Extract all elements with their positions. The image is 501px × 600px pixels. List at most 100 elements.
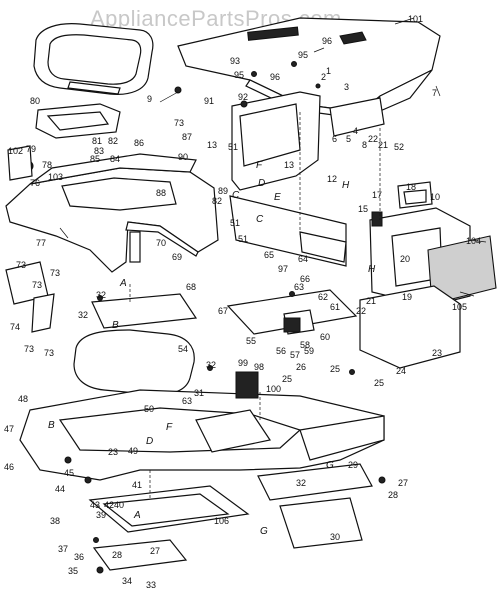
callout-106: 106 [214,516,229,526]
letter-a-1: A [119,278,127,289]
letter-f-2: F [166,422,173,433]
callout-23a: 23 [432,348,442,358]
callout-22b: 22 [356,306,366,316]
callout-43: 43 [90,500,100,510]
callout-35: 35 [68,566,78,576]
callout-73f: 73 [174,118,184,128]
callout-26: 26 [296,362,306,372]
callout-44: 44 [55,484,65,494]
dash-panel [231,91,385,191]
callout-98: 98 [254,362,264,372]
callout-5: 5 [346,134,351,144]
callout-3: 3 [344,82,349,92]
callout-88: 88 [156,188,166,198]
letter-d-2: D [146,436,153,447]
callout-76: 76 [30,178,40,188]
callout-21a: 21 [378,140,388,150]
callout-67: 67 [218,306,228,316]
letter-g-1: G [326,460,334,471]
callout-70: 70 [156,238,166,248]
front-grille-assembly [359,181,497,369]
callout-95b: 95 [298,50,308,60]
callout-51b: 51 [230,218,240,228]
callout-91: 91 [204,96,214,106]
callout-85: 85 [90,154,100,164]
seat-pad [73,293,198,396]
hardware-fasteners [5,61,386,574]
callout-28b: 28 [112,550,122,560]
callout-63b: 63 [182,396,192,406]
letter-c-1: C [256,214,264,225]
callout-60: 60 [320,332,330,342]
fender-deck [5,153,219,273]
callout-22a: 22 [368,134,378,144]
callout-1: 1 [326,66,331,76]
callout-10: 10 [430,192,440,202]
callout-92: 92 [238,92,248,102]
callout-84: 84 [110,154,120,164]
callout-30: 30 [330,532,340,542]
callout-18: 18 [406,182,416,192]
callout-101: 101 [408,14,423,24]
letter-b-2: B [48,420,55,431]
callout-31: 31 [194,388,204,398]
callout-50: 50 [144,404,154,414]
callout-34: 34 [122,576,132,586]
callout-66: 66 [300,274,310,284]
callout-45: 45 [64,468,74,478]
callout-25a: 25 [282,374,292,384]
callout-100: 100 [266,384,281,394]
callout-54: 54 [178,344,188,354]
callout-28a: 28 [388,490,398,500]
callout-81: 81 [92,136,102,146]
reference-letters: A A B B C C D D E F F G G H H [48,160,376,537]
callout-56: 56 [276,346,286,356]
callout-90: 90 [178,152,188,162]
letter-b-1: B [112,320,119,331]
callout-20: 20 [400,254,410,264]
callout-57: 57 [290,350,300,360]
callout-51a: 51 [228,142,238,152]
letter-h-1: H [342,180,350,191]
callout-42: 42 [104,500,114,510]
callout-80: 80 [30,96,40,106]
callout-64: 64 [298,254,308,264]
callout-32d: 32 [296,478,306,488]
callout-52: 52 [394,142,404,152]
callout-15: 15 [358,204,368,214]
callout-4: 4 [353,126,358,136]
callout-32b: 32 [78,310,88,320]
callout-25c: 25 [374,378,384,388]
letter-e: E [274,192,281,203]
callout-36: 36 [74,552,84,562]
callout-59: 59 [304,346,314,356]
callout-73b: 73 [50,268,60,278]
callout-58: 58 [300,340,310,350]
callout-17: 17 [372,190,382,200]
callout-73d: 73 [24,344,34,354]
callout-19: 19 [402,292,412,302]
foot-plate [88,485,363,571]
callout-13b: 13 [284,160,294,170]
callout-47: 47 [4,424,14,434]
callout-77: 77 [36,238,46,248]
callout-13a: 13 [207,140,217,150]
callout-24: 24 [396,366,406,376]
callout-78: 78 [42,160,52,170]
letter-g-2: G [260,526,268,537]
callout-95a: 95 [234,70,244,80]
callout-33: 33 [146,580,156,590]
callout-23b: 23 [108,447,118,457]
seat-bracket [35,103,121,139]
callout-21b: 21 [366,296,376,306]
callout-62: 62 [318,292,328,302]
callout-27b: 27 [150,546,160,556]
seat [33,23,154,95]
callout-32a: 32 [96,290,106,300]
callout-96a: 96 [270,72,280,82]
callout-73e: 73 [44,348,54,358]
callout-79: 79 [26,144,36,154]
callout-41: 41 [132,480,142,490]
letter-d-1: D [258,178,265,189]
